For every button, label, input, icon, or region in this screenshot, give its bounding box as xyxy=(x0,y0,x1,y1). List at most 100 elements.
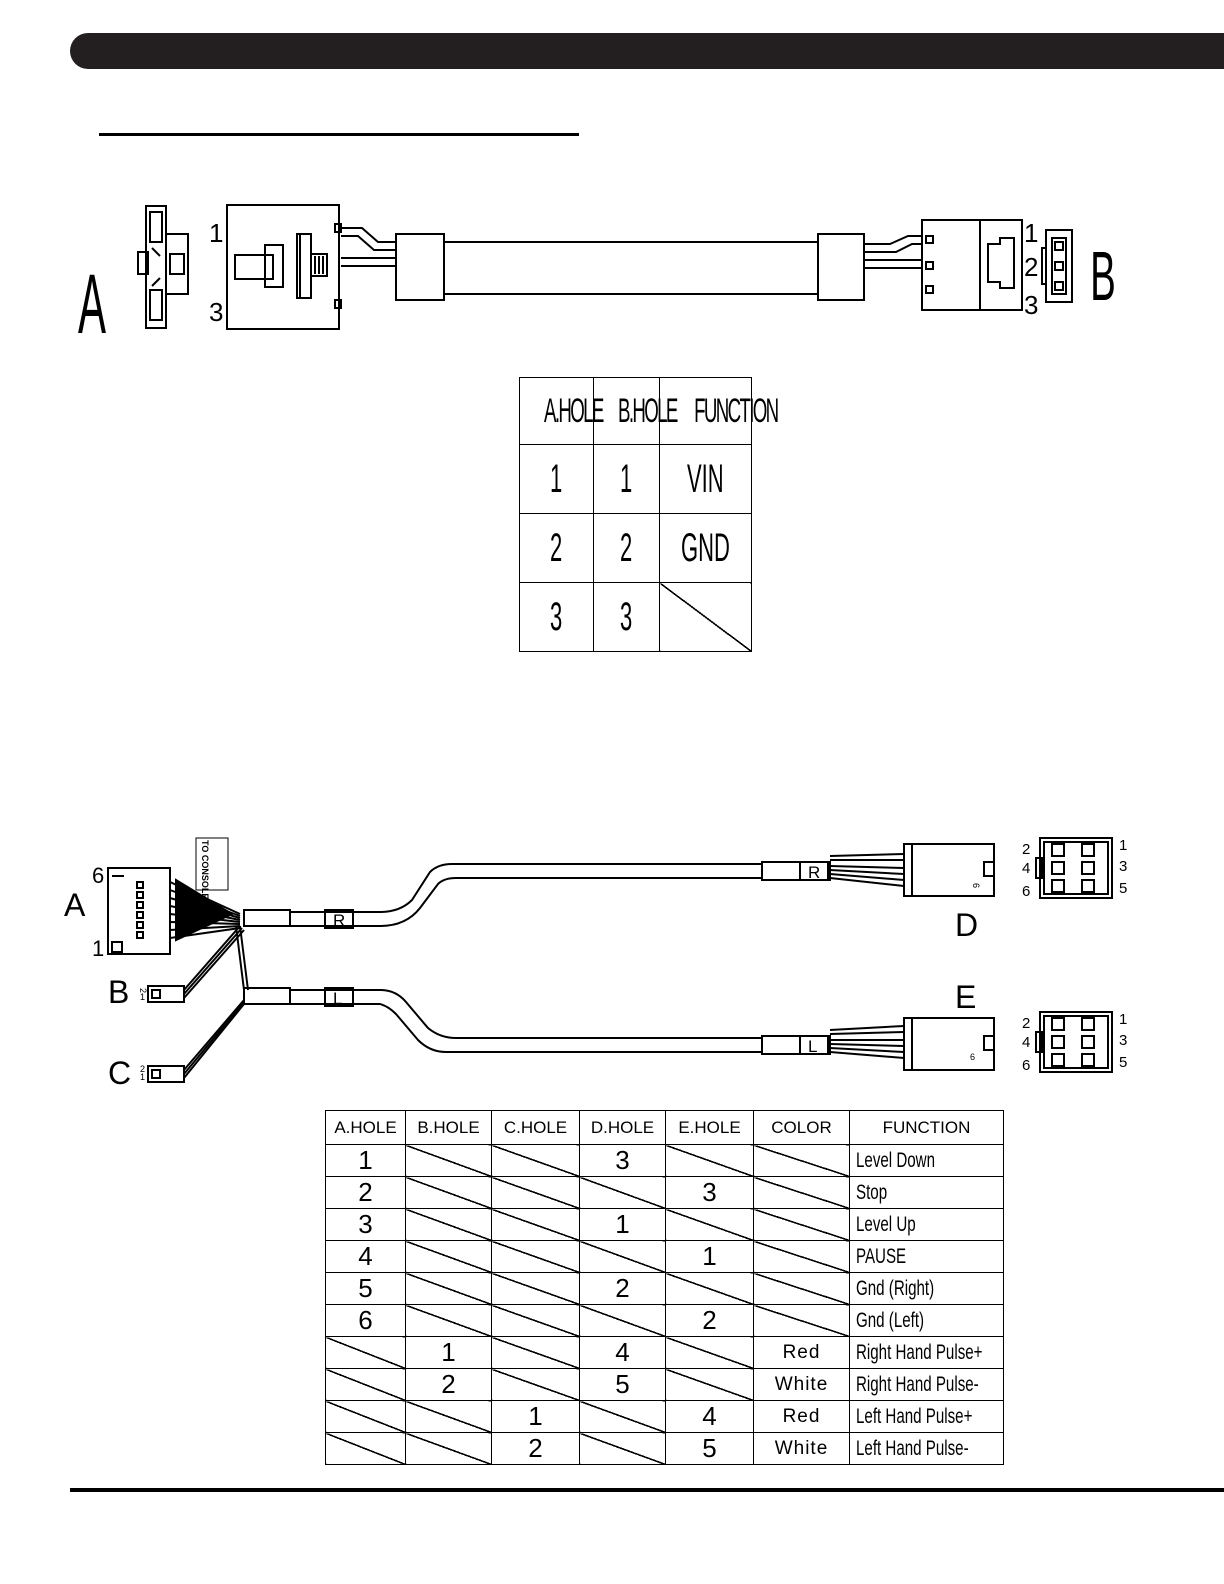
pin-1-a: 1 xyxy=(209,218,223,248)
housing-d-pin-5: 5 xyxy=(1119,880,1127,897)
header-color: COLOR xyxy=(753,1110,850,1145)
cell-c xyxy=(491,1368,580,1401)
cell-func: Level Up xyxy=(849,1208,1004,1241)
cell-b: 3 xyxy=(593,582,660,652)
cell-c xyxy=(491,1208,580,1241)
cell-func: Stop xyxy=(849,1176,1004,1209)
header-b-hole: B.HOLE xyxy=(593,377,678,445)
cell-b xyxy=(405,1272,492,1305)
cell-a: 2 xyxy=(325,1176,406,1209)
cell-c xyxy=(491,1240,580,1273)
cell-func: Gnd (Left) xyxy=(849,1304,1004,1337)
table-row: 3 3 xyxy=(519,582,752,652)
housing-d-pin-2: 2 xyxy=(1022,841,1030,858)
to-console-label: TO CONSOLE xyxy=(200,840,210,899)
title-underline xyxy=(99,133,579,136)
footer-rule xyxy=(70,1488,1224,1492)
table-row: 2 3 Stop xyxy=(325,1176,1004,1209)
end-d-label: D xyxy=(955,907,978,943)
cell-d: 5 xyxy=(579,1368,666,1401)
pin-label-b-1: 1 xyxy=(140,992,145,1002)
cell-a xyxy=(325,1432,406,1465)
header-bar xyxy=(70,33,1224,69)
cell-d: 3 xyxy=(579,1144,666,1177)
pinout-table-1: A.HOLE B.HOLE FUNCTION 1 1 VIN 2 2 GND 3… xyxy=(519,377,779,652)
end-a-label: A xyxy=(78,258,106,352)
housing-e-pin-2: 2 xyxy=(1022,1015,1030,1032)
cell-function: VIN xyxy=(659,444,752,514)
cell-a: 1 xyxy=(519,444,594,514)
pin-6-label: 6 xyxy=(92,863,104,888)
cell-e xyxy=(665,1208,754,1241)
table-header-row: A.HOLE B.HOLE FUNCTION xyxy=(519,377,779,445)
cell-e xyxy=(665,1144,754,1177)
housing-d-pin-1: 1 xyxy=(1119,837,1127,854)
pin-3-a: 3 xyxy=(209,297,223,327)
cell-func: Gnd (Right) xyxy=(849,1272,1004,1305)
cell-a xyxy=(325,1336,406,1369)
cell-a xyxy=(325,1400,406,1433)
cell-a: 2 xyxy=(519,513,594,583)
cell-func: PAUSE xyxy=(849,1240,1004,1273)
housing-e-pin-4: 4 xyxy=(1022,1034,1030,1051)
cell-d xyxy=(579,1432,666,1465)
housing-d-pin-4: 4 xyxy=(1022,860,1030,877)
cell-b xyxy=(405,1176,492,1209)
cell-d: 4 xyxy=(579,1336,666,1369)
cell-c xyxy=(491,1336,580,1369)
cell-color xyxy=(753,1176,850,1209)
tag-right-2: R xyxy=(808,863,820,882)
cell-e xyxy=(665,1336,754,1369)
cell-color: Red xyxy=(753,1400,850,1433)
cell-function: GND xyxy=(659,513,752,583)
cell-e: 4 xyxy=(665,1400,754,1433)
tag-left-1: L xyxy=(333,989,342,1008)
cell-c xyxy=(491,1176,580,1209)
housing-e-pin-3: 3 xyxy=(1119,1032,1127,1049)
cell-d xyxy=(579,1176,666,1209)
cell-func: Left Hand Pulse+ xyxy=(849,1400,1004,1433)
cell-e: 2 xyxy=(665,1304,754,1337)
cell-e xyxy=(665,1368,754,1401)
cell-b xyxy=(405,1400,492,1433)
cell-c: 2 xyxy=(491,1432,580,1465)
cell-empty xyxy=(659,582,752,652)
cell-d xyxy=(579,1240,666,1273)
pin-1-label: 1 xyxy=(92,936,104,961)
table-row: 4 1 PAUSE xyxy=(325,1240,1004,1273)
cell-c xyxy=(491,1272,580,1305)
cell-func: Level Down xyxy=(849,1144,1004,1177)
header-c-hole: C.HOLE xyxy=(491,1110,580,1145)
cell-func: Right Hand Pulse- xyxy=(849,1368,1004,1401)
pin-1-b: 1 xyxy=(1024,218,1038,248)
cell-color xyxy=(753,1272,850,1305)
pin-2-b: 2 xyxy=(1024,252,1038,282)
cell-b xyxy=(405,1304,492,1337)
cell-b xyxy=(405,1208,492,1241)
cell-a: 3 xyxy=(325,1208,406,1241)
housing-d-pin-6: 6 xyxy=(1022,883,1030,900)
header-b-hole: B.HOLE xyxy=(405,1110,492,1145)
cell-b: 2 xyxy=(405,1368,492,1401)
plug-mark-e: 6 xyxy=(970,1052,975,1062)
cell-color xyxy=(753,1240,850,1273)
header-d-hole: D.HOLE xyxy=(579,1110,666,1145)
pin-label-c-2: 2 xyxy=(140,1064,145,1074)
end-a-label: A xyxy=(64,887,86,923)
cell-color: Red xyxy=(753,1336,850,1369)
cable-diagram-2: A 6 1 B C D E TO CONSOLE xyxy=(64,837,1127,1091)
plug-mark-d: 6 xyxy=(971,883,981,888)
cell-e: 3 xyxy=(665,1176,754,1209)
cell-func: Left Hand Pulse- xyxy=(849,1432,1004,1465)
end-b-label: B xyxy=(1090,237,1116,315)
cell-e: 1 xyxy=(665,1240,754,1273)
cell-c xyxy=(491,1144,580,1177)
header-e-hole: E.HOLE xyxy=(665,1110,754,1145)
cell-func: Right Hand Pulse+ xyxy=(849,1336,1004,1369)
tag-right-1: R xyxy=(333,911,345,930)
cell-b: 1 xyxy=(593,444,660,514)
cell-a: 4 xyxy=(325,1240,406,1273)
